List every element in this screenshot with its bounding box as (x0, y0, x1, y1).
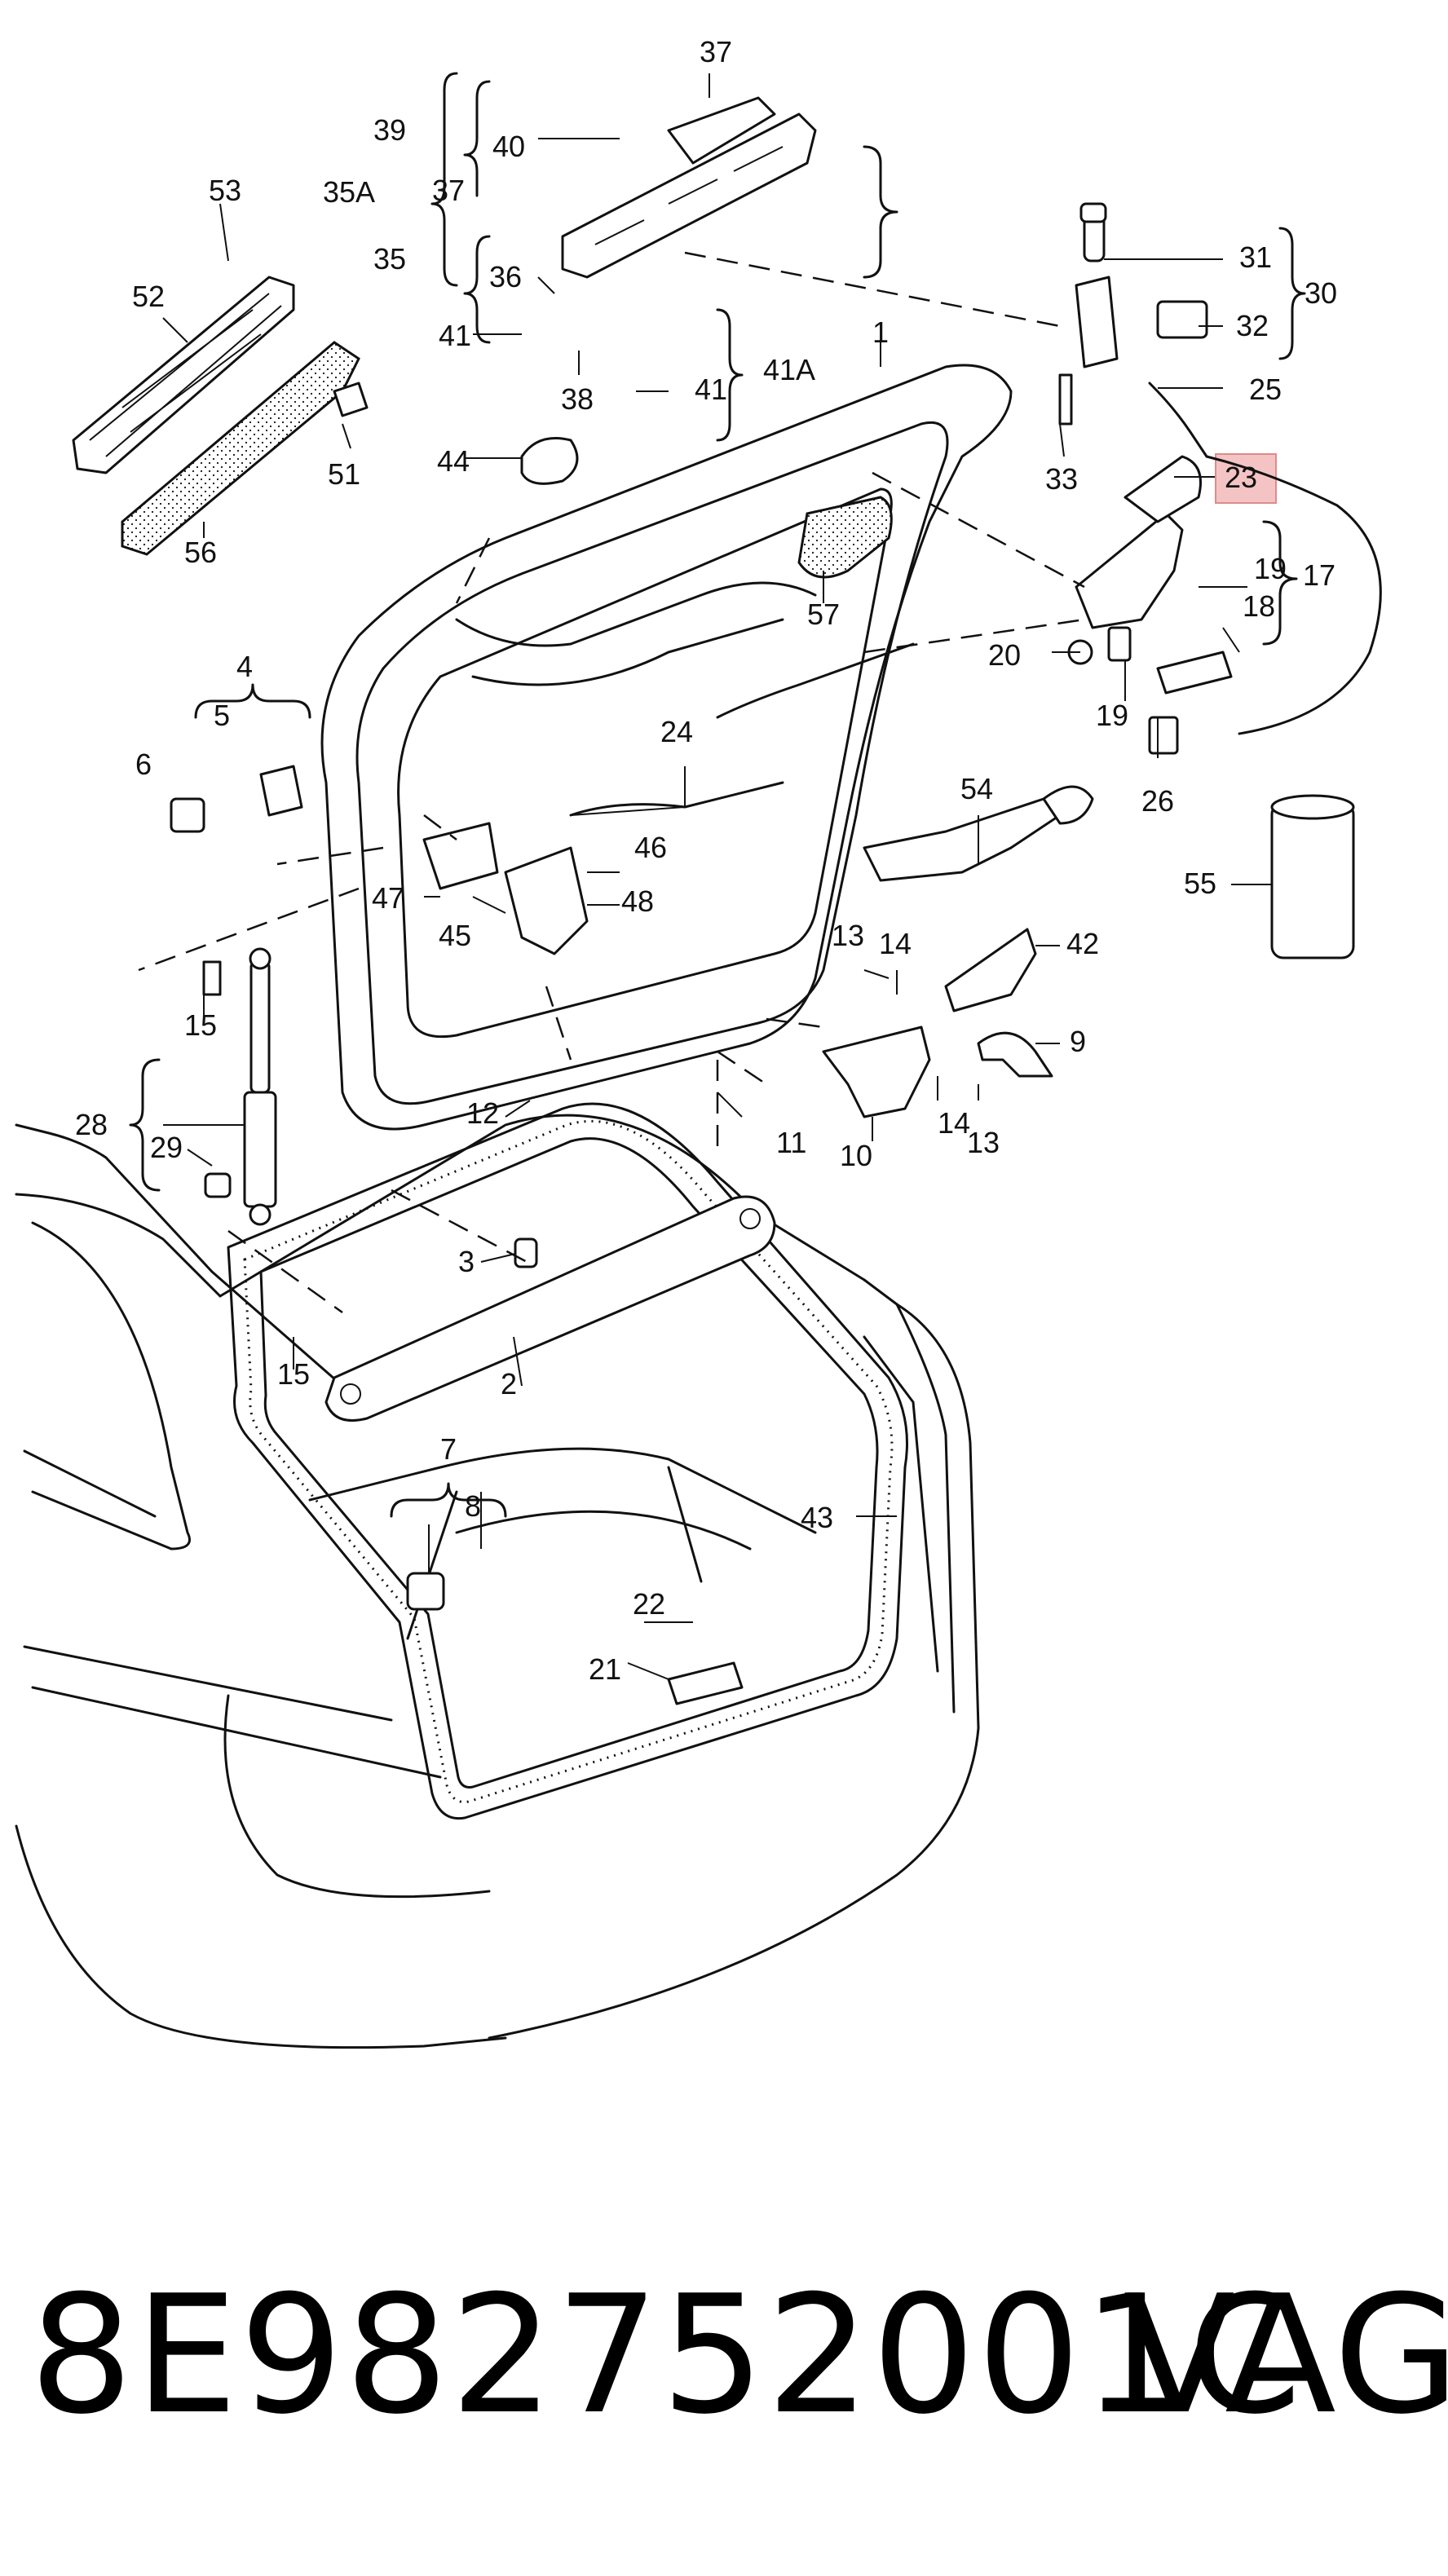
callout-8: 8 (465, 1489, 481, 1523)
callout-7: 7 (440, 1432, 457, 1466)
callout-5: 5 (214, 699, 230, 732)
callout-17: 17 (1303, 558, 1335, 592)
callout-38: 38 (561, 382, 594, 416)
callout-51: 51 (328, 457, 360, 491)
callout-2: 2 (501, 1367, 517, 1400)
leader-lines (162, 73, 1272, 1680)
callout-41a: 41A (763, 353, 815, 386)
callout-56: 56 (184, 536, 217, 569)
bracket-21 (667, 1661, 744, 1705)
callout-33: 33 (1045, 462, 1078, 496)
trim-cover-42 (944, 928, 1037, 1012)
hinge-5 (259, 765, 303, 817)
hinge-assembly (822, 1026, 931, 1118)
callout-14: 14 (938, 1106, 970, 1140)
part-number: 8E982752001C (29, 2261, 1304, 2450)
callout-45: 45 (439, 919, 471, 952)
callout-35: 35 (373, 242, 406, 276)
callout-46: 46 (634, 831, 667, 864)
callout-26: 26 (1141, 784, 1174, 818)
callout-37: 37 (700, 35, 732, 68)
callout-15: 15 (184, 1008, 217, 1042)
handle-housing (561, 96, 817, 279)
callout-28: 28 (75, 1108, 108, 1141)
callout-25: 25 (1249, 373, 1282, 406)
callout-19: 19 (1096, 699, 1128, 732)
cargo-interior (308, 1447, 817, 1640)
callout-29: 29 (150, 1131, 183, 1164)
bracket-26 (1148, 716, 1179, 755)
callout-44: 44 (437, 444, 470, 478)
callout-57: 57 (807, 598, 840, 631)
callout-13: 13 (832, 919, 864, 952)
callout-41: 41 (439, 319, 471, 352)
screw-15 (202, 960, 222, 996)
callout-40: 40 (492, 130, 525, 163)
brace-bar (324, 1195, 776, 1422)
callout-13: 13 (967, 1126, 1000, 1159)
callout-23: 23 (1225, 461, 1257, 494)
callout-1: 1 (872, 315, 889, 349)
release-cable (1205, 455, 1382, 735)
callout-41: 41 (695, 373, 727, 406)
bracket-45 (504, 846, 589, 955)
lock-cylinder (1075, 202, 1208, 458)
callout-43: 43 (801, 1501, 833, 1534)
car-body-outline (15, 1114, 980, 2049)
screw-33 (1058, 373, 1073, 426)
callout-37: 37 (432, 174, 465, 207)
callout-4: 4 (236, 650, 253, 683)
callout-18: 18 (1243, 589, 1275, 623)
cover-44 (520, 437, 579, 485)
trim-cover-9 (977, 1031, 1053, 1078)
tailgate-seal (227, 1102, 908, 1820)
callout-48: 48 (621, 884, 654, 918)
callout-10: 10 (840, 1139, 872, 1172)
callout-15: 15 (277, 1357, 310, 1391)
buffer-7 (406, 1572, 445, 1611)
callout-52: 52 (132, 280, 165, 313)
clip-3 (514, 1237, 538, 1268)
tailgate-lid (320, 364, 1013, 1131)
callout-19: 19 (1254, 552, 1287, 585)
callout-labels: 1234567891011121313141415151718191920212… (75, 35, 1337, 1686)
buffer-29 (204, 1172, 232, 1198)
callout-24: 24 (660, 715, 693, 748)
callout-36: 36 (489, 260, 522, 293)
latch-47 (422, 822, 499, 890)
spray-can (1270, 794, 1355, 959)
callout-9: 9 (1070, 1025, 1086, 1058)
buffer-6 (170, 797, 205, 833)
group-braces (129, 72, 1306, 1518)
callout-3: 3 (458, 1245, 475, 1278)
damping-pad-52 (72, 276, 295, 474)
callout-31: 31 (1239, 240, 1272, 274)
nut-51 (333, 382, 369, 417)
callout-14: 14 (879, 927, 912, 960)
callout-20: 20 (988, 638, 1021, 672)
wiring-grommet (863, 785, 1094, 882)
callout-54: 54 (960, 772, 993, 805)
callout-53: 53 (209, 174, 241, 207)
latch-assembly (1075, 455, 1233, 695)
assembly-guides (138, 251, 1085, 1314)
tailgate-exploded-diagram: 1234567891011121313141415151718191920212… (15, 35, 1382, 2049)
callout-12: 12 (466, 1096, 499, 1130)
callout-11: 11 (776, 1126, 806, 1159)
callout-55: 55 (1184, 867, 1216, 900)
brand-name: VAG (1124, 2261, 1448, 2450)
callout-42: 42 (1066, 927, 1099, 960)
gas-strut (243, 947, 277, 1226)
callout-6: 6 (135, 748, 152, 781)
callout-32: 32 (1236, 309, 1269, 342)
callout-39: 39 (373, 113, 406, 147)
key-31 (1079, 202, 1107, 223)
callout-30: 30 (1305, 276, 1337, 310)
callout-47: 47 (372, 881, 404, 915)
callout-22: 22 (633, 1587, 665, 1621)
callout-35a: 35A (323, 175, 375, 209)
callout-21: 21 (589, 1652, 621, 1686)
